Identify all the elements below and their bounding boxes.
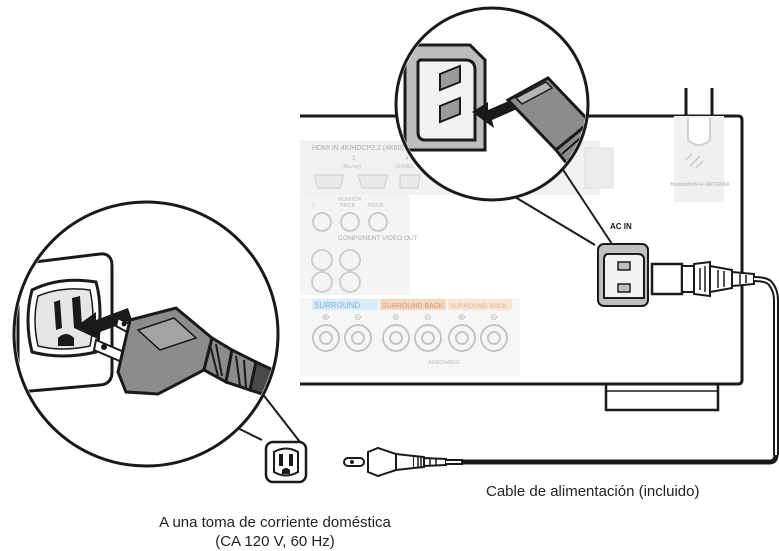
rca-jack	[311, 249, 333, 271]
outlet-caption: A una toma de corriente doméstica (CA 12…	[120, 513, 430, 551]
speaker-terminal	[421, 331, 435, 345]
rca-jack	[339, 271, 361, 293]
speaker-terminal	[319, 331, 333, 345]
iec-plug	[650, 260, 755, 298]
rca-jack	[340, 212, 360, 232]
speaker-terminal	[448, 324, 476, 352]
hdmi-port	[399, 174, 421, 189]
surround-back-band-2	[448, 299, 512, 310]
svg-text:⊕: ⊕	[458, 312, 466, 322]
plug-arrow	[74, 308, 132, 340]
svg-text:⊕: ⊕	[392, 312, 400, 322]
panel-block	[584, 147, 614, 189]
hdmi-sub-2: 4	[405, 156, 409, 162]
surround-back-label-2: SURROUND BACK	[450, 303, 508, 310]
ac-in-socket	[597, 243, 649, 307]
speaker-terminal	[487, 331, 501, 345]
surround-back-label: SURROUND BACK	[382, 303, 444, 310]
svg-text:⊕: ⊕	[322, 312, 330, 322]
speaker-terminal	[389, 331, 403, 345]
speaker-terminal	[414, 324, 442, 352]
outlet-caption-line-1: A una toma de corriente doméstica	[159, 514, 391, 531]
ac-in-label: AC IN	[610, 222, 632, 231]
pr-label: PR/CR	[368, 203, 384, 209]
pb-label: PB/CB	[340, 203, 356, 209]
magnifier-ac-in	[394, 6, 590, 202]
magnifier-outlet	[12, 200, 280, 468]
rca-jack	[312, 212, 332, 232]
speaker-terminal	[480, 324, 508, 352]
component-label: COMPONENT VIDEO OUT	[338, 235, 418, 242]
hdmi-sub-3: (Blu-ray)	[342, 164, 362, 170]
hdmi-port	[313, 174, 345, 189]
rca-jack	[311, 271, 333, 293]
hdmi-sub-1: 3	[352, 156, 356, 162]
speaker-terminal	[351, 331, 365, 345]
speaker-terminal	[382, 324, 410, 352]
rca-jack	[339, 249, 361, 271]
monitor-label: MONITOR	[338, 197, 362, 203]
surround-back-band	[380, 299, 446, 310]
surround-label: SURROUND	[314, 301, 360, 310]
wall-outlet	[264, 440, 308, 484]
speaker-terminal	[344, 324, 372, 352]
assignable-label: ASSIGNABLE	[428, 360, 460, 366]
svg-text:⊖: ⊖	[490, 312, 498, 322]
hdmi-port	[357, 174, 389, 189]
y-label: Y	[312, 203, 316, 209]
surround-band	[312, 299, 378, 310]
rca-jack	[368, 212, 388, 232]
svg-text:⊖: ⊖	[354, 312, 362, 322]
hdmi-sub-4: (GAME)	[395, 164, 413, 170]
hdmi-header: HDMI IN 4K/HDCP2.2 (4K60)	[312, 145, 404, 152]
speaker-terminal	[312, 324, 340, 352]
antenna-label: Bluetooth/Wi-Fi ANTENNA	[670, 182, 730, 188]
speaker-terminal	[455, 331, 469, 345]
power-cable	[462, 276, 779, 465]
antenna: Bluetooth/Wi-Fi ANTENNA	[670, 88, 730, 202]
us-plug-small	[343, 446, 463, 478]
outlet-caption-line-2: (CA 120 V, 60 Hz)	[215, 533, 335, 550]
cable-caption: Cable de alimentación (incluido)	[486, 483, 700, 500]
svg-text:⊖: ⊖	[424, 312, 432, 322]
